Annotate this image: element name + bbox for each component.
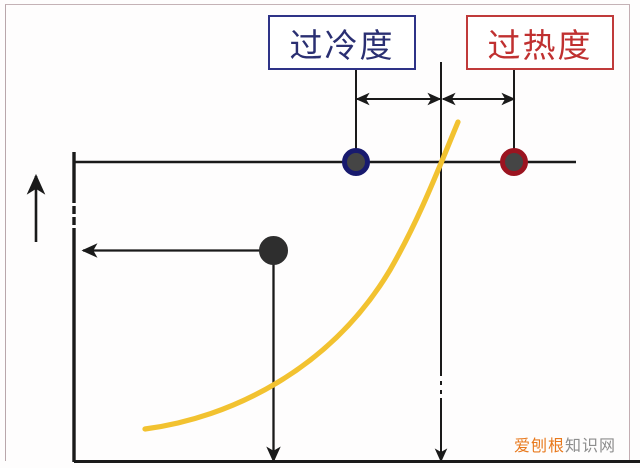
label-box-subcooling[interactable]: 过冷度 xyxy=(268,15,416,70)
watermark-rest: 知识网 xyxy=(564,438,616,455)
saturation-point[interactable] xyxy=(259,236,288,265)
label-subcooling-text: 过冷度 xyxy=(289,26,395,64)
label-box-superheating[interactable]: 过热度 xyxy=(466,15,614,70)
saturation-curve xyxy=(142,119,461,432)
watermark-highlight: 爱刨根 xyxy=(513,438,565,455)
watermark: 爱刨根知识网 xyxy=(514,432,616,456)
y-axis xyxy=(72,152,77,462)
superheating-point[interactable] xyxy=(500,148,528,176)
subcooling-point[interactable] xyxy=(342,148,370,176)
label-superheating-text: 过热度 xyxy=(487,26,593,64)
